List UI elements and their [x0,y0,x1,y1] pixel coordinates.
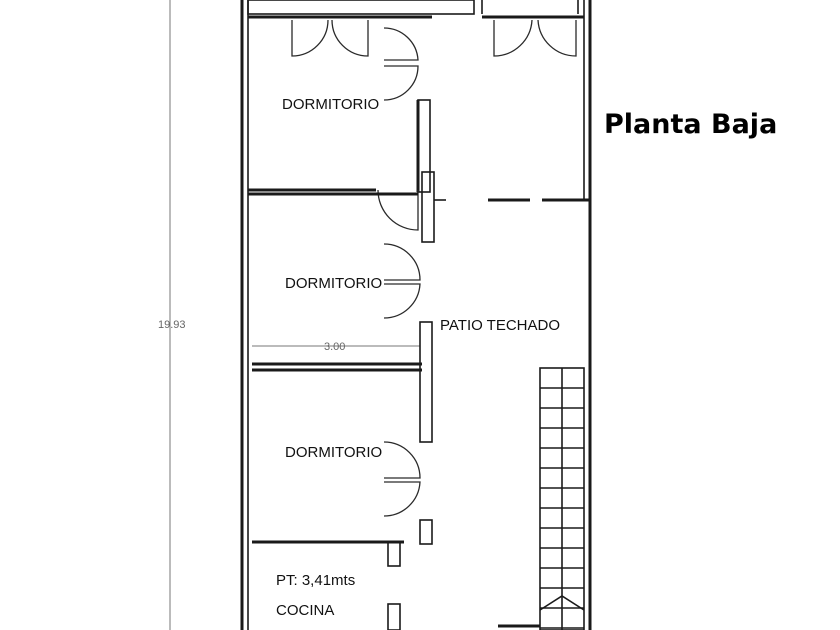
label-dormitorio-3: DORMITORIO [285,444,382,461]
door-dormitorio-2 [383,243,421,281]
room-dormitorio-2: DORMITORIO 3.00 [248,192,421,353]
door-dormitorio-1 [383,27,419,61]
label-patio: PATIO TECHADO [440,317,560,334]
closet-door-left [291,19,329,57]
door-dormitorio-3 [383,441,421,479]
label-cocina-note: PT: 3,41mts [276,572,355,589]
room-cocina: PT: 3,41mts COCINA [252,540,404,630]
staircase [498,367,585,630]
top-closets [247,0,584,57]
plan-title: Planta Baja [604,109,777,140]
label-cocina: COCINA [276,602,334,619]
room-dormitorio-1: DORMITORIO [248,27,431,231]
room-width-label: 3.00 [324,341,345,353]
total-length-dimension: 19.93 [158,0,186,630]
total-length-label: 19.93 [158,319,186,331]
label-dormitorio-1: DORMITORIO [282,96,379,113]
closet-door-right [493,19,533,57]
corridor-walls [421,171,590,243]
label-dormitorio-2: DORMITORIO [285,275,382,292]
room-patio-techado: PATIO TECHADO [419,317,560,443]
exterior-walls [240,0,592,630]
room-dormitorio-3: DORMITORIO [252,362,433,545]
